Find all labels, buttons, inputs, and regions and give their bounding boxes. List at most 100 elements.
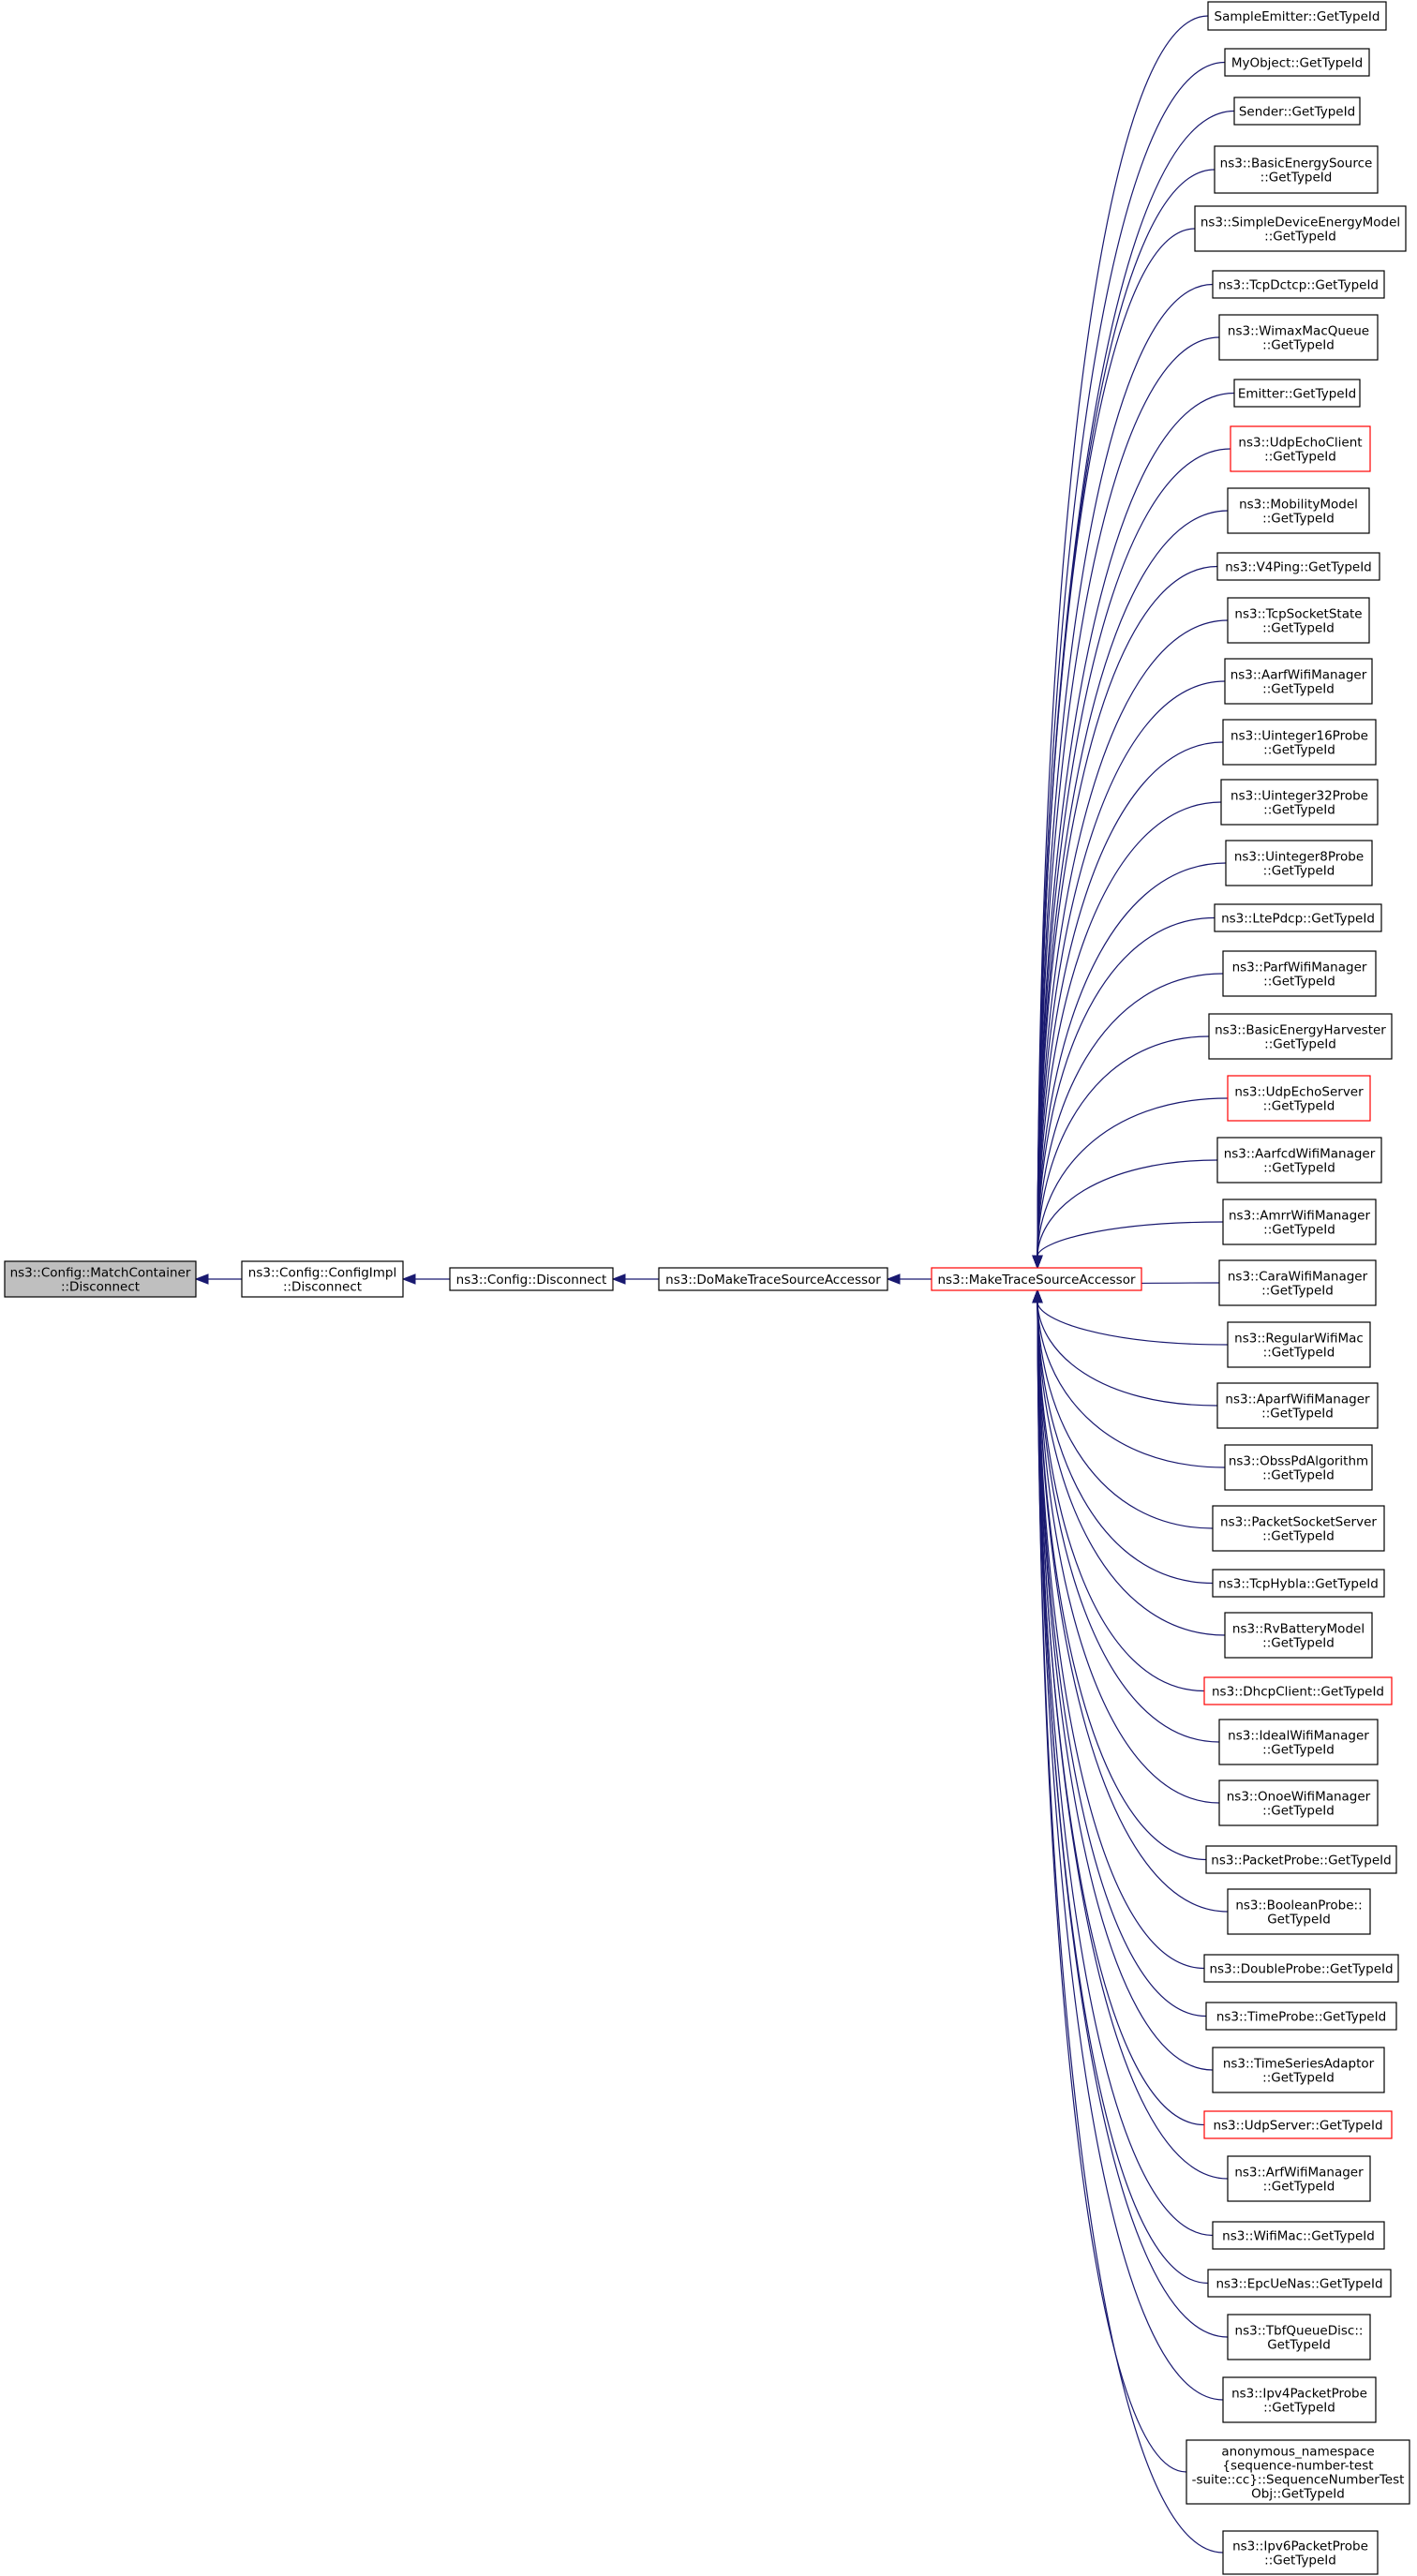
caller-ns3-timeseriesadaptor-gettypeid[interactable]: ns3::TimeSeriesAdaptor::GetTypeId (1212, 2047, 1385, 2093)
caller-ns3-tbfqueuedisc-gettypeid[interactable]: ns3::TbfQueueDisc::GetTypeId (1227, 2314, 1371, 2360)
caller-ns3-onoewifimanager-gettypeid[interactable]: ns3::OnoeWifiManager::GetTypeId (1218, 1779, 1379, 1826)
call-edge (1037, 1302, 1205, 1970)
caller-ns3-v4ping-gettypeid[interactable]: ns3::V4Ping::GetTypeId (1216, 552, 1380, 581)
node-box (1212, 1505, 1385, 1552)
arrowhead (194, 1273, 209, 1285)
node-box (1222, 950, 1377, 997)
caller-ns3-aarfcdwifimanager-gettypeid[interactable]: ns3::AarfcdWifiManager::GetTypeId (1216, 1137, 1382, 1184)
call-edge (1037, 1302, 1229, 1913)
caller-ns3-regularwifimac-gettypeid[interactable]: ns3::RegularWifiMac::GetTypeId (1227, 1321, 1371, 1368)
node-box (1212, 270, 1385, 299)
caller-ns3-uinteger8probe-gettypeid[interactable]: ns3::Uinteger8Probe::GetTypeId (1225, 840, 1373, 886)
node-ns3-config-disconnect[interactable]: ns3::Config::Disconnect (449, 1267, 614, 1291)
caller-ns3-simpledeviceenergymodel-gettypeid[interactable]: ns3::SimpleDeviceEnergyModel::GetTypeId (1194, 205, 1407, 252)
caller-ns3-basicenergyharvester-gettypeid[interactable]: ns3::BasicEnergyHarvester::GetTypeId (1208, 1013, 1393, 1060)
caller-ns3-tcphybla-gettypeid[interactable]: ns3::TcpHybla::GetTypeId (1212, 1569, 1385, 1598)
node-label: ns3::EpcUeNas::GetTypeId (1216, 2277, 1382, 2292)
call-edge (1037, 1302, 1214, 2071)
caller-myobject-gettypeid[interactable]: MyObject::GetTypeId (1224, 48, 1370, 77)
node-label: ns3::CaraWifiManager (1228, 1270, 1368, 1285)
caller-ns3-dhcpclient-gettypeid[interactable]: ns3::DhcpClient::GetTypeId (1203, 1676, 1393, 1705)
caller-ns3-ltepdcp-gettypeid[interactable]: ns3::LtePdcp::GetTypeId (1214, 903, 1382, 932)
caller-ns3-uinteger32probe-gettypeid[interactable]: ns3::Uinteger32Probe::GetTypeId (1220, 779, 1379, 826)
caller-anonymous-namespace-sequence-number-test-suite-cc-sequencenumbertestobj-gettypeid[interactable]: anonymous_namespace{sequence-number-test… (1186, 2439, 1410, 2505)
call-edge (1037, 1302, 1214, 1529)
caller-ns3-obsspdalgorithm-gettypeid[interactable]: ns3::ObssPdAlgorithm::GetTypeId (1224, 1444, 1373, 1491)
node-box (1222, 719, 1377, 766)
call-edge (1037, 1035, 1210, 1257)
caller-ns3-ipv4packetprobe-gettypeid[interactable]: ns3::Ipv4PacketProbe::GetTypeId (1222, 2376, 1377, 2423)
caller-ns3-udpechoserver-gettypeid[interactable]: ns3::UdpEchoServer::GetTypeId (1227, 1075, 1371, 1122)
node-label: ns3::V4Ping::GetTypeId (1225, 560, 1372, 575)
caller-ns3-doubleprobe-gettypeid[interactable]: ns3::DoubleProbe::GetTypeId (1203, 1954, 1399, 1983)
caller-ns3-packetsocketserver-gettypeid[interactable]: ns3::PacketSocketServer::GetTypeId (1212, 1505, 1385, 1552)
node-label: ns3::Uinteger32Probe (1231, 789, 1368, 804)
node-box (1233, 379, 1361, 408)
caller-ns3-wifimac-gettypeid[interactable]: ns3::WifiMac::GetTypeId (1212, 2221, 1385, 2250)
caller-ns3-rvbatterymodel-gettypeid[interactable]: ns3::RvBatteryModel::GetTypeId (1224, 1612, 1373, 1659)
caller-emitter-gettypeid[interactable]: Emitter::GetTypeId (1233, 379, 1361, 408)
caller-ns3-ipv6packetprobe-gettypeid[interactable]: ns3::Ipv6PacketProbe::GetTypeId (1222, 2530, 1379, 2575)
call-edge (1037, 1302, 1214, 1585)
node-label: ::GetTypeId (1260, 171, 1333, 186)
caller-ns3-wimaxmacqueue-gettypeid[interactable]: ns3::WimaxMacQueue::GetTypeId (1218, 314, 1379, 361)
call-edge (1037, 1302, 1220, 1743)
node-label: ::GetTypeId (1262, 1804, 1335, 1819)
caller-ns3-basicenergysource-gettypeid[interactable]: ns3::BasicEnergySource::GetTypeId (1214, 145, 1379, 194)
node-label: -suite::cc}::SequenceNumberTest (1192, 2473, 1405, 2488)
caller-sampleemitter-gettypeid[interactable]: SampleEmitter::GetTypeId (1207, 1, 1387, 31)
caller-ns3-tcpsocketstate-gettypeid[interactable]: ns3::TcpSocketState::GetTypeId (1227, 597, 1370, 644)
call-edge (1037, 973, 1224, 1257)
node-label: Emitter::GetTypeId (1238, 387, 1356, 402)
node-label: ::GetTypeId (1262, 1743, 1335, 1758)
call-edge (1037, 1302, 1226, 1468)
call-edge (1037, 1302, 1205, 1692)
node-box (1227, 1888, 1371, 1935)
caller-ns3-booleanprobe-gettypeid[interactable]: ns3::BooleanProbe::GetTypeId (1227, 1888, 1371, 1935)
node-label: ns3::DoMakeTraceSourceAccessor (665, 1273, 881, 1288)
node-box (1218, 1779, 1379, 1826)
node-label: ns3::ArfWifiManager (1234, 2166, 1364, 2181)
node-ns3-maketracesourceaccessor[interactable]: ns3::MakeTraceSourceAccessor (931, 1267, 1142, 1291)
node-ns3-domaketracesourceaccessor[interactable]: ns3::DoMakeTraceSourceAccessor (658, 1267, 888, 1291)
node-label: ::GetTypeId (1264, 450, 1336, 465)
node-label: ns3::IdealWifiManager (1228, 1729, 1369, 1744)
caller-ns3-amrrwifimanager-gettypeid[interactable]: ns3::AmrrWifiManager::GetTypeId (1222, 1199, 1377, 1245)
caller-ns3-idealwifimanager-gettypeid[interactable]: ns3::IdealWifiManager::GetTypeId (1218, 1719, 1379, 1765)
node-label: ns3::AarfWifiManager (1231, 668, 1367, 683)
node-box (1203, 1954, 1399, 1983)
caller-ns3-tcpdctcp-gettypeid[interactable]: ns3::TcpDctcp::GetTypeId (1212, 270, 1385, 299)
node-label: ::GetTypeId (1264, 1037, 1336, 1052)
node-ns3-config-configimpl-disconnect[interactable]: ns3::Config::ConfigImpl::Disconnect (241, 1260, 404, 1298)
node-box (1227, 487, 1370, 534)
node-box (1203, 1676, 1393, 1705)
caller-ns3-udpechoclient-gettypeid[interactable]: ns3::UdpEchoClient::GetTypeId (1230, 425, 1371, 472)
call-edge (1037, 619, 1229, 1257)
node-label: ::GetTypeId (1261, 1284, 1334, 1299)
arrowhead (611, 1273, 626, 1285)
node-box (1224, 658, 1373, 705)
node-label: ::GetTypeId (1262, 512, 1335, 527)
caller-ns3-udpserver-gettypeid[interactable]: ns3::UdpServer::GetTypeId (1203, 2110, 1393, 2139)
call-edge (1037, 1302, 1187, 2473)
caller-ns3-packetprobe-gettypeid[interactable]: ns3::PacketProbe::GetTypeId (1205, 1845, 1397, 1874)
node-box (1233, 97, 1361, 126)
node-ns3-config-matchcontainer-disconnect[interactable]: ns3::Config::MatchContainer::Disconnect (4, 1260, 197, 1298)
caller-ns3-timeprobe-gettypeid[interactable]: ns3::TimeProbe::GetTypeId (1205, 2002, 1397, 2031)
node-box (1224, 1612, 1373, 1659)
call-edge (1037, 15, 1209, 1257)
caller-ns3-carawifimanager-gettypeid[interactable]: ns3::CaraWifiManager::GetTypeId (1218, 1259, 1377, 1306)
caller-ns3-uinteger16probe-gettypeid[interactable]: ns3::Uinteger16Probe::GetTypeId (1222, 719, 1377, 766)
caller-sender-gettypeid[interactable]: Sender::GetTypeId (1233, 97, 1361, 126)
caller-ns3-arfwifimanager-gettypeid[interactable]: ns3::ArfWifiManager::GetTypeId (1227, 2155, 1371, 2202)
node-label: ns3::BasicEnergyHarvester (1215, 1023, 1386, 1038)
node-label: ns3::AparfWifiManager (1225, 1392, 1370, 1407)
caller-ns3-aparfwifimanager-gettypeid[interactable]: ns3::AparfWifiManager::GetTypeId (1216, 1382, 1379, 1429)
node-box (1230, 425, 1371, 472)
caller-ns3-epcuenas-gettypeid[interactable]: ns3::EpcUeNas::GetTypeId (1207, 2269, 1392, 2298)
caller-ns3-mobilitymodel-gettypeid[interactable]: ns3::MobilityModel::GetTypeId (1227, 487, 1370, 534)
node-label: ns3::WifiMac::GetTypeId (1222, 2229, 1375, 2244)
caller-ns3-parfwifimanager-gettypeid[interactable]: ns3::ParfWifiManager::GetTypeId (1222, 950, 1377, 997)
caller-ns3-aarfwifimanager-gettypeid[interactable]: ns3::AarfWifiManager::GetTypeId (1224, 658, 1373, 705)
